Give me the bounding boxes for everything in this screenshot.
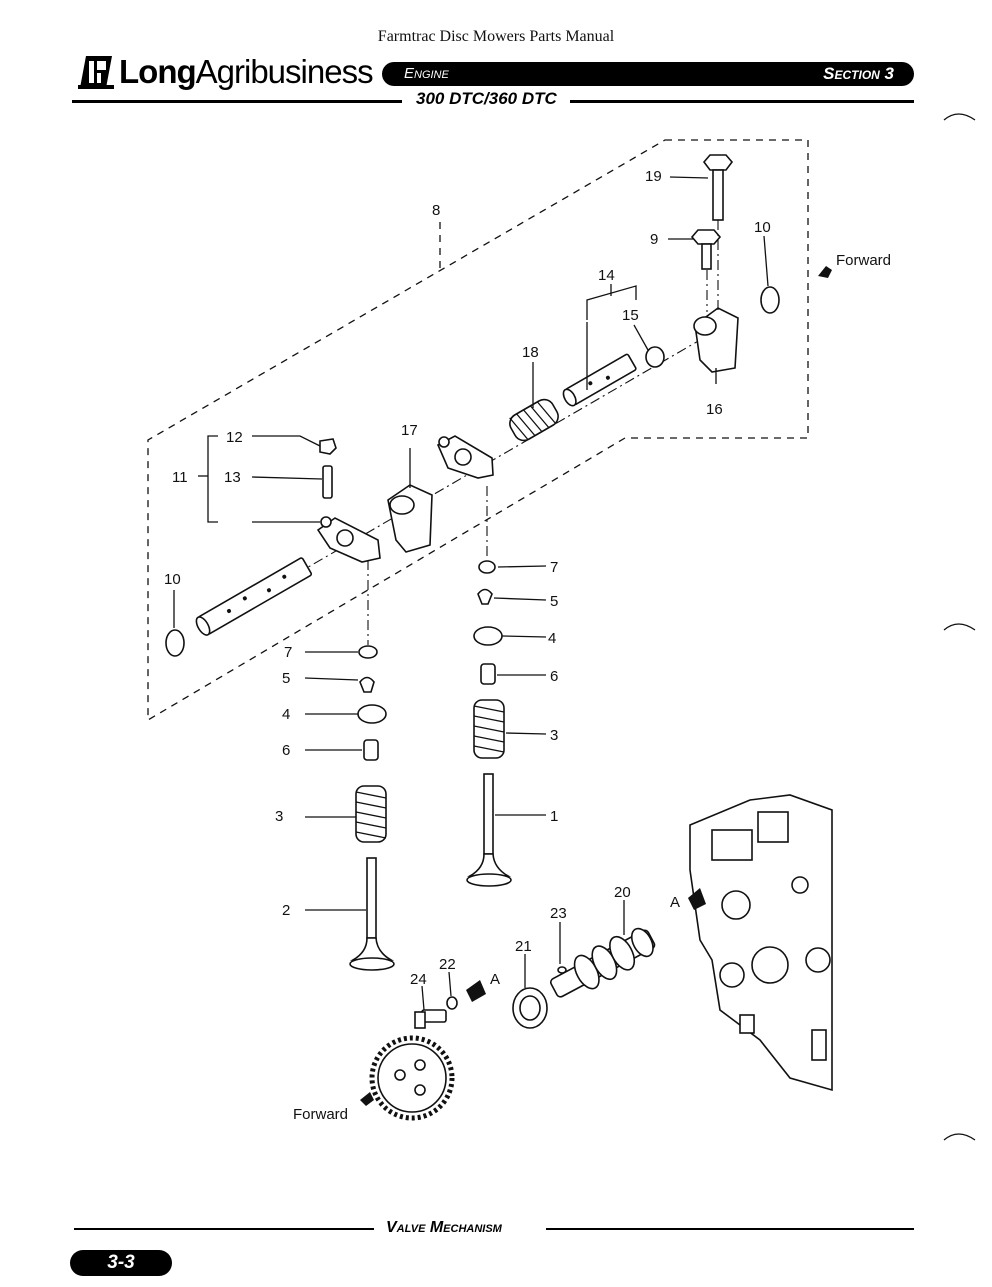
valve-spring-right (473, 699, 505, 759)
header-rule-left (72, 100, 402, 103)
spring-retainer-right (473, 626, 503, 646)
gear-bolt (414, 1009, 447, 1029)
arrow-a-lower-icon (466, 980, 486, 1002)
callout-20: 20 (614, 884, 631, 901)
snap-ring-left (165, 629, 185, 657)
callout-22: 22 (439, 956, 456, 973)
header-rule-right (570, 100, 914, 103)
assembly-boundary (147, 139, 809, 722)
callout-8: 8 (432, 202, 440, 219)
rocker-arm-left (316, 516, 381, 563)
callout-24: 24 (410, 971, 427, 988)
arrow-a-upper-icon (688, 888, 706, 910)
callout-12: 12 (226, 429, 243, 446)
section-banner: Engine Section 3 (382, 62, 914, 86)
valve-cap-left (358, 645, 378, 659)
callout-a-upper: A (670, 894, 680, 911)
callout-2: 2 (282, 902, 290, 919)
camshaft-key (557, 966, 567, 974)
rocker-arm-right (436, 435, 494, 479)
rocker-spring (509, 398, 559, 442)
leader-lines (173, 176, 769, 1011)
valve-spring-left (355, 785, 387, 843)
long-bolt (702, 154, 734, 221)
rocker-bracket-rear (693, 307, 739, 373)
callout-18: 18 (522, 344, 539, 361)
callout-4-left: 4 (282, 706, 290, 723)
callout-6-left: 6 (282, 742, 290, 759)
banner-section-label: Section 3 (823, 64, 894, 83)
camshaft-bearing (512, 987, 548, 1029)
engine-block (689, 794, 833, 1092)
callout-7-right: 7 (550, 559, 558, 576)
margin-mark-1 (943, 113, 976, 121)
callout-19: 19 (645, 168, 662, 185)
callout-labels: 19 8 10 9 Forward 14 15 18 16 12 17 11 1… (164, 168, 891, 1123)
callout-7-left: 7 (284, 644, 292, 661)
banner-engine-label: Engine (404, 65, 449, 82)
callout-forward-upper: Forward (836, 252, 891, 269)
shaft-plug (645, 346, 665, 368)
camshaft (550, 927, 656, 998)
page-number: 3-3 (107, 1252, 135, 1273)
callout-11: 11 (172, 469, 188, 486)
callout-6-right: 6 (550, 668, 558, 685)
document-title: Farmtrac Disc Mowers Parts Manual (377, 28, 615, 45)
callout-16: 16 (706, 401, 723, 418)
rocker-shaft-left (195, 557, 313, 636)
callout-17: 17 (401, 422, 418, 439)
margin-mark-2 (943, 623, 976, 631)
logo-text-regular: Agribusiness (195, 53, 374, 90)
exhaust-valve (349, 857, 395, 971)
callout-23: 23 (550, 905, 567, 922)
callout-3-left: 3 (275, 808, 283, 825)
callout-5-left: 5 (282, 670, 290, 687)
callout-5-right: 5 (550, 593, 558, 610)
callout-13: 13 (224, 469, 241, 486)
short-bolt (690, 229, 722, 270)
rocker-bracket-center (387, 484, 433, 553)
footer-rule-left (74, 1228, 374, 1230)
page-number-badge: 3-3 (70, 1250, 172, 1276)
adjusting-nut (319, 438, 337, 455)
callout-3-right: 3 (550, 727, 558, 744)
model-label: 300 DTC/360 DTC (416, 89, 557, 108)
stem-seal-left (363, 739, 379, 761)
valve-keeper-left (359, 676, 375, 693)
company-logo: LongAgribusiness (76, 50, 374, 94)
logo-text-bold: Long (119, 53, 197, 90)
callout-a-lower: A (490, 971, 500, 988)
callout-4-right: 4 (548, 630, 556, 647)
adjusting-screw (322, 465, 333, 499)
forward-arrow-upper-icon (818, 266, 832, 278)
callout-1: 1 (550, 808, 558, 825)
logo-emblem-icon (78, 56, 114, 89)
callout-14: 14 (598, 267, 615, 284)
callout-10-left: 10 (164, 571, 181, 588)
callout-21: 21 (515, 938, 532, 955)
intake-valve (466, 773, 512, 887)
valve-cap-right (478, 560, 496, 574)
callout-9: 9 (650, 231, 658, 248)
cam-gear (369, 1035, 455, 1121)
washer (446, 996, 458, 1010)
footer-section-title: Valve Mechanism (386, 1219, 502, 1236)
valve-keeper-right (477, 588, 493, 605)
callout-forward-lower: Forward (293, 1106, 348, 1123)
callout-10-right: 10 (754, 219, 771, 236)
stem-seal-right (480, 663, 496, 685)
margin-mark-3 (943, 1133, 976, 1141)
rocker-shaft-right (562, 353, 637, 407)
spring-retainer-left (357, 704, 387, 724)
forward-arrow-lower-icon (360, 1092, 374, 1106)
snap-ring-right (760, 286, 780, 314)
callout-15: 15 (622, 307, 639, 324)
footer-rule-right (546, 1228, 914, 1230)
